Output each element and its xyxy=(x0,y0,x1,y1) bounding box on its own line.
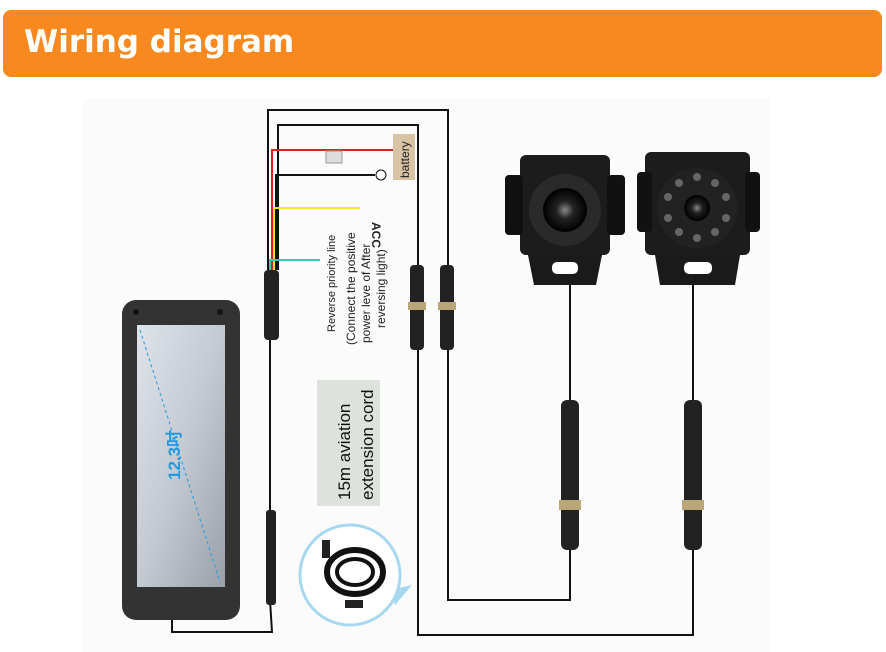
reverse-note-line1: (Connect the positive xyxy=(344,232,358,345)
mirror-monitor xyxy=(122,300,240,620)
black-wire xyxy=(275,174,375,270)
reverse-priority-label: Reverse priority line xyxy=(326,235,338,332)
rear-camera-1 xyxy=(505,155,625,285)
extension-label-line1: 15m aviation xyxy=(335,404,354,500)
cyan-wire xyxy=(269,259,320,270)
section-title: Wiring diagram xyxy=(24,24,295,60)
section-header-banner: Wiring diagram xyxy=(3,10,882,77)
extension-label-box xyxy=(317,380,380,506)
yellow-wire xyxy=(273,207,360,270)
extension-cord-coil-image xyxy=(298,523,412,627)
reverse-note-line2: power leve of After xyxy=(359,244,373,343)
red-wire xyxy=(271,149,395,270)
reverse-note-line3: reversing light) xyxy=(374,249,388,328)
extension-label-line2: extension cord xyxy=(358,389,377,500)
ground-terminal-icon xyxy=(375,169,387,181)
battery-label: battery xyxy=(398,141,412,178)
monitor-size-label: 12.3吋 xyxy=(165,430,184,480)
power-harness xyxy=(269,149,395,270)
acc-label: ACC xyxy=(369,222,383,248)
battery-box xyxy=(393,134,415,180)
fuse-icon xyxy=(325,150,343,164)
aviation-connectors xyxy=(264,265,704,605)
rear-camera-2-ir xyxy=(637,152,760,285)
